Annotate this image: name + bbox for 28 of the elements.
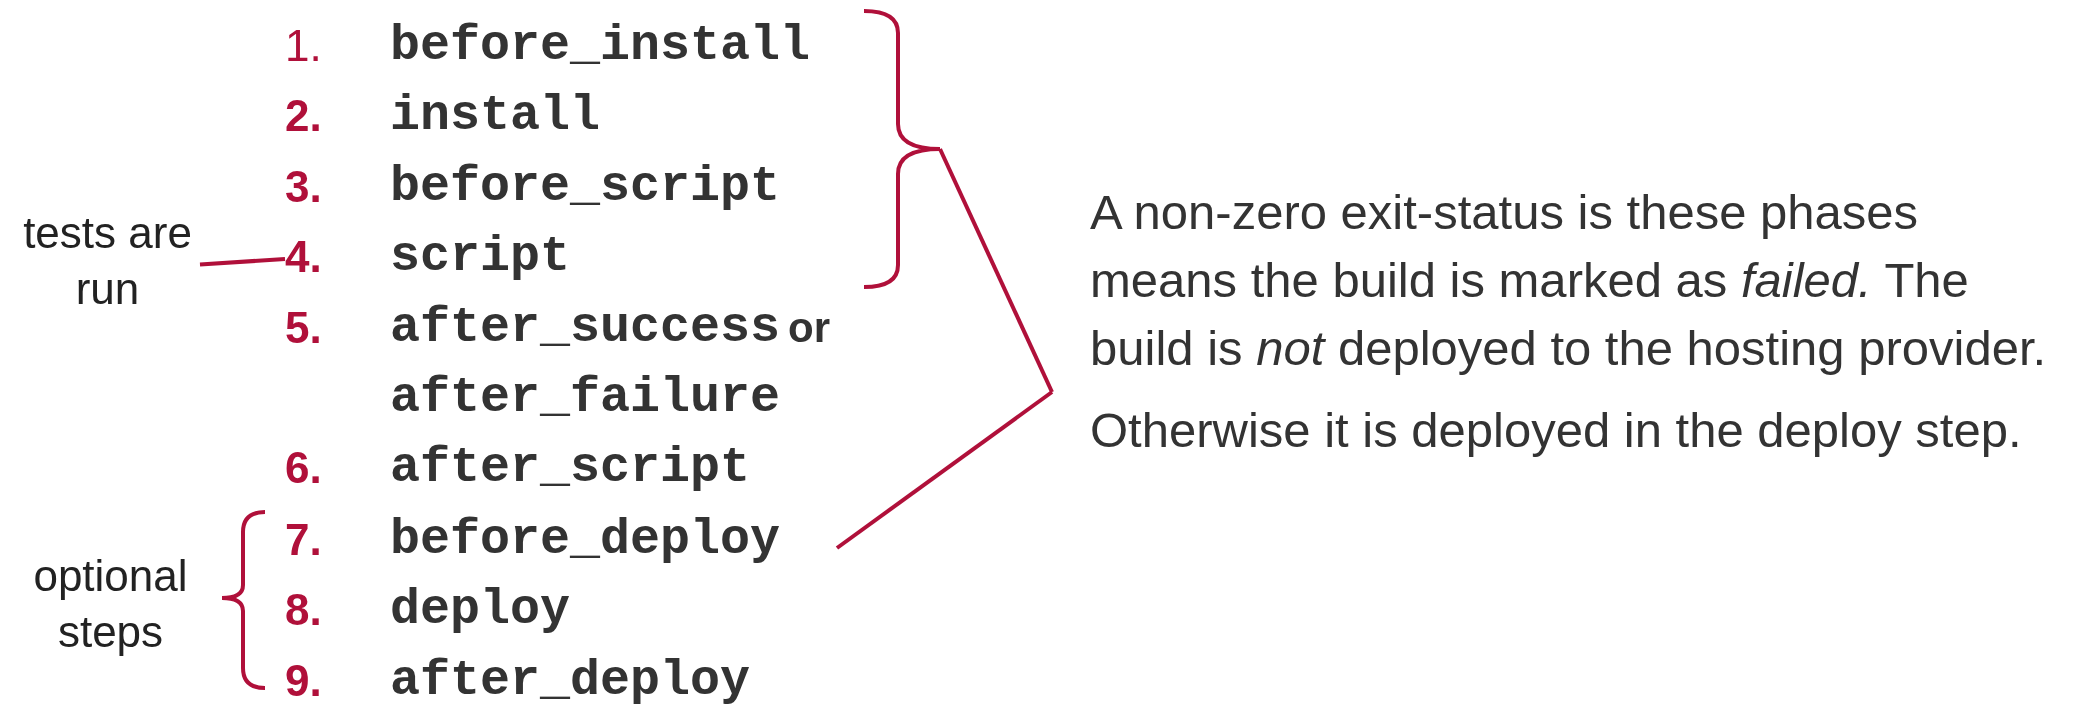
annotation-text: optional steps [32,550,189,658]
explanation-text: Otherwise it is deployed in the deploy step. [1090,402,2023,459]
step-number: 1. [285,20,322,72]
annotation-text: tests are run [22,207,193,315]
connector-line [938,148,1054,393]
connector-line [835,390,1054,550]
step-number: 5. [285,302,322,354]
step-number: 6. [285,442,322,494]
phase-name: before_install [390,16,811,76]
curly-brace [862,8,942,290]
step-number: 4. [285,231,322,283]
step-number: 3. [285,161,322,213]
phase-name: install [390,86,601,146]
phase-name: before_script [390,157,781,217]
step-number: 7. [285,514,322,566]
step-number: 9. [285,655,322,707]
phase-name: after_deploy [390,651,751,708]
explanation-text: A non-zero exit-status is these phases means the build is marked as failed. The build is not deployed to the hosting provider. [1090,184,2048,377]
leader-line [199,257,286,267]
step-number: 2. [285,90,322,142]
phase-name: before_deploy [390,510,781,570]
phase-name: after_failure [390,368,781,428]
phase-name: deploy [390,580,571,640]
connective-word: or [788,303,830,353]
phase-name: script [390,227,571,287]
step-number: 8. [285,584,322,636]
phase-name: after_success [390,298,781,358]
phase-name: after_script [390,438,751,498]
